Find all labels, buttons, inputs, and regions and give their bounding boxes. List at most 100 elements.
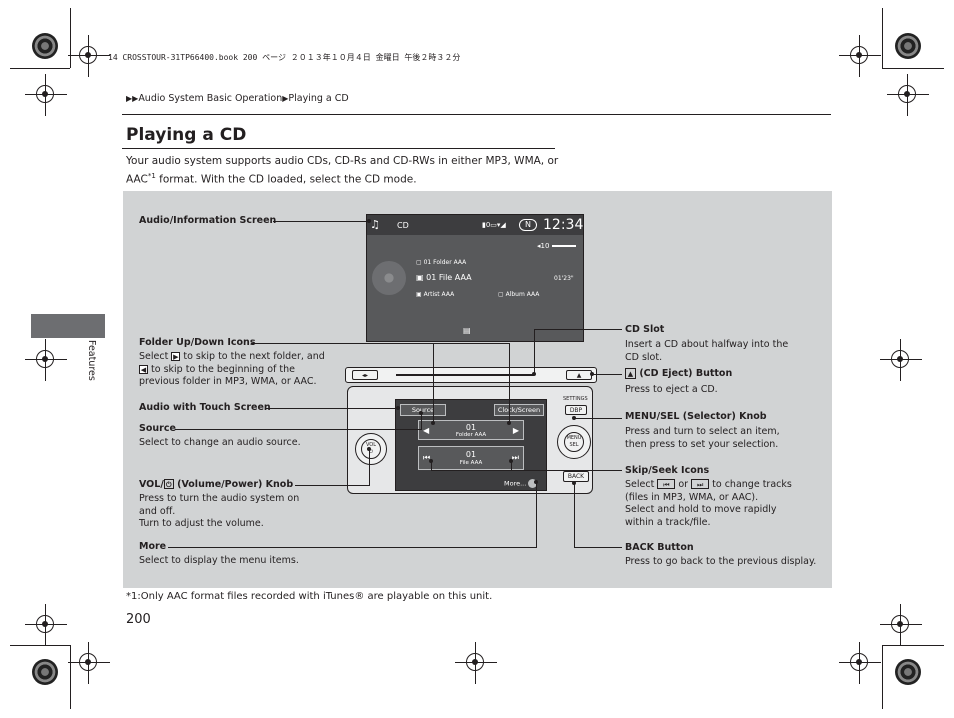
folder-prev-icon: ◀	[139, 364, 148, 374]
registration-mark-icon	[68, 35, 110, 77]
screen-source: CD	[397, 221, 409, 230]
folder-next-icon: ▶	[171, 352, 181, 361]
leader-dot	[431, 421, 435, 425]
crop-line	[70, 8, 71, 68]
callout-touch-screen: Audio with Touch Screen	[139, 402, 271, 413]
leader-line	[574, 483, 575, 548]
registration-mark-icon	[880, 604, 922, 646]
dbp-button[interactable]: DBP	[565, 405, 587, 415]
callout-skip-text: Select ⏮ or ⏭ to change tracks (files in…	[625, 479, 792, 528]
breadcrumb-parent[interactable]: Audio System Basic Operation	[138, 93, 283, 104]
leader-line	[592, 374, 622, 375]
registration-mark-icon	[25, 74, 67, 116]
callout-vol-title: VOL/⏻ (Volume/Power) Knob	[139, 479, 294, 490]
callout-menu-title: MENU/SEL (Selector) Knob	[625, 411, 767, 422]
leader-dot	[396, 406, 400, 410]
leader-line	[534, 329, 622, 330]
screen-file: ▣ 01 File AAA	[416, 273, 472, 282]
callout-more-title: More	[139, 541, 167, 552]
callout-more-text: Select to display the menu items.	[139, 555, 299, 566]
music-note-icon: ♫	[370, 218, 380, 231]
header-rule	[122, 114, 831, 115]
crop-line	[10, 645, 70, 646]
registration-mark-icon	[25, 604, 67, 646]
registration-disc-icon	[895, 33, 921, 59]
folder-down-icon[interactable]: ◀	[423, 426, 430, 435]
intro-line2: format. With the CD loaded, select the C…	[155, 173, 417, 186]
footnote: *1:Only AAC format files recorded with i…	[126, 591, 493, 602]
registration-mark-icon	[839, 642, 881, 684]
callout-skip-title: Skip/Seek Icons	[625, 465, 710, 476]
source-button[interactable]: Source	[400, 404, 446, 416]
registration-disc-icon	[32, 659, 58, 685]
leader-line	[574, 547, 622, 548]
clock-screen-button[interactable]: Clock/Screen	[494, 404, 544, 416]
callout-audio-screen: Audio/Information Screen	[139, 215, 277, 226]
leader-dot	[534, 480, 538, 484]
registration-mark-icon	[455, 642, 497, 684]
title-rule	[122, 148, 555, 149]
screen-clock: 12:34	[543, 217, 584, 233]
leader-line	[421, 413, 422, 430]
folder-num: 01	[465, 423, 477, 432]
leader-dot	[532, 372, 536, 376]
skip-forward-icon[interactable]: ⏭	[511, 453, 519, 462]
leader-line	[511, 461, 512, 471]
intro-line1: Your audio system supports audio CDs, CD…	[126, 155, 559, 167]
callout-cd-slot-text: Insert a CD about halfway into the CD sl…	[625, 339, 789, 363]
leader-line	[574, 418, 622, 419]
leader-line	[534, 329, 535, 374]
leader-line	[168, 547, 536, 548]
registration-mark-icon	[880, 339, 922, 381]
folder-name: Folder AAA	[455, 432, 487, 438]
screen-folder: ▢ 01 Folder AAA	[416, 259, 467, 266]
back-button[interactable]: BACK	[563, 471, 589, 482]
registration-mark-icon	[68, 642, 110, 684]
settings-label: SETTINGS	[563, 396, 588, 402]
breadcrumb-separator: ▶	[282, 94, 289, 103]
eject-button[interactable]: ▲	[566, 370, 592, 380]
crop-line	[882, 645, 883, 709]
leader-dot	[590, 372, 594, 376]
page-title: Playing a CD	[126, 125, 247, 145]
callout-eject-title: ▲ (CD Eject) Button	[625, 368, 732, 379]
screen-time: 01'23"	[554, 275, 574, 282]
audio-information-screen: ♫ CD ▮0▭▾◢ N 12:34 ◂10 ▢ 01 Folder AAA ▣…	[366, 214, 584, 342]
volume-value: 10	[540, 242, 550, 250]
track-num: 01	[465, 450, 477, 459]
callout-vol-text: Press to turn the audio system on and of…	[139, 493, 300, 529]
cd-disc-icon	[372, 261, 406, 295]
sel-label: SEL	[569, 442, 579, 448]
seek-button[interactable]: ◂▸	[352, 370, 378, 380]
list-icon: ▤	[463, 326, 471, 335]
callout-back-text: Press to go back to the previous display…	[625, 556, 817, 567]
more-button[interactable]: More...	[504, 479, 538, 488]
callout-menu-text: Press and turn to select an item, then p…	[625, 426, 780, 450]
registration-mark-icon	[887, 74, 929, 116]
leader-line	[266, 408, 398, 409]
skip-back-icon: ⏮	[657, 479, 676, 489]
registration-disc-icon	[895, 659, 921, 685]
leader-dot	[419, 411, 423, 415]
crop-line	[882, 68, 944, 69]
breadcrumb-arrows: ▶▶	[126, 94, 139, 103]
footnote-ref: *1	[147, 172, 156, 180]
vol-power-knob[interactable]: VOL⏻	[355, 433, 387, 465]
folder-row: ◀ 01 Folder AAA ▶	[418, 420, 524, 440]
cd-slot[interactable]	[396, 374, 534, 376]
section-tab	[31, 314, 105, 338]
callout-back-title: BACK Button	[625, 542, 694, 553]
leader-line	[295, 485, 369, 486]
crop-line	[882, 645, 944, 646]
skip-back-icon[interactable]: ⏮	[423, 453, 431, 462]
more-label: More...	[504, 479, 527, 488]
power-icon: ⏻	[163, 479, 174, 489]
leader-line	[536, 482, 537, 548]
touch-screen: Source Clock/Screen ◀ 01 Folder AAA ▶ ⏮ …	[395, 399, 547, 491]
leader-line	[251, 343, 509, 344]
leader-line	[369, 449, 370, 486]
leader-dot	[367, 447, 371, 451]
crop-line	[882, 8, 883, 68]
folder-up-icon[interactable]: ▶	[512, 426, 519, 435]
